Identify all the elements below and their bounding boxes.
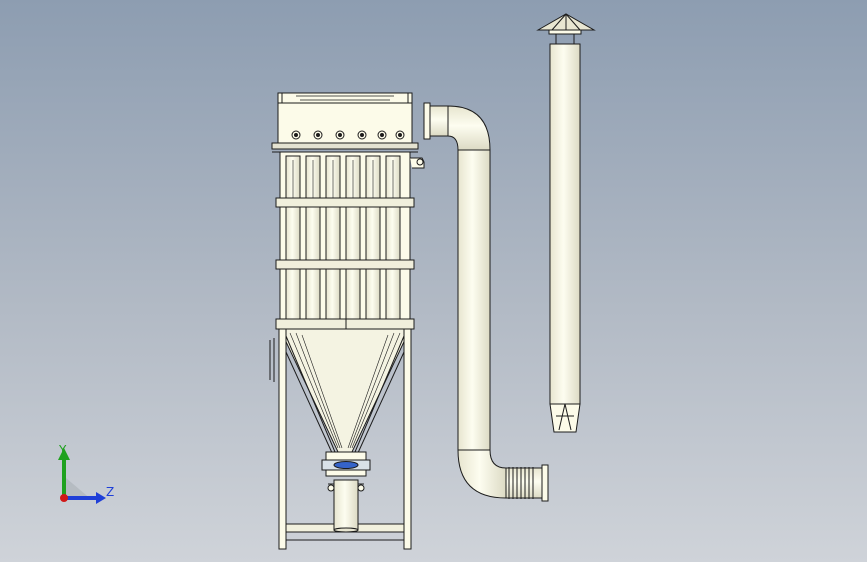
- bag-filter-collector[interactable]: [269, 92, 425, 550]
- x-axis-dot: [60, 494, 68, 502]
- exhaust-stack[interactable]: [536, 13, 596, 433]
- inlet-duct[interactable]: [423, 102, 549, 502]
- pulse-valves: [291, 130, 405, 140]
- y-axis-label: Y: [58, 443, 67, 457]
- z-axis-label: Z: [106, 485, 114, 499]
- coordinate-triad: Y Z: [44, 440, 124, 510]
